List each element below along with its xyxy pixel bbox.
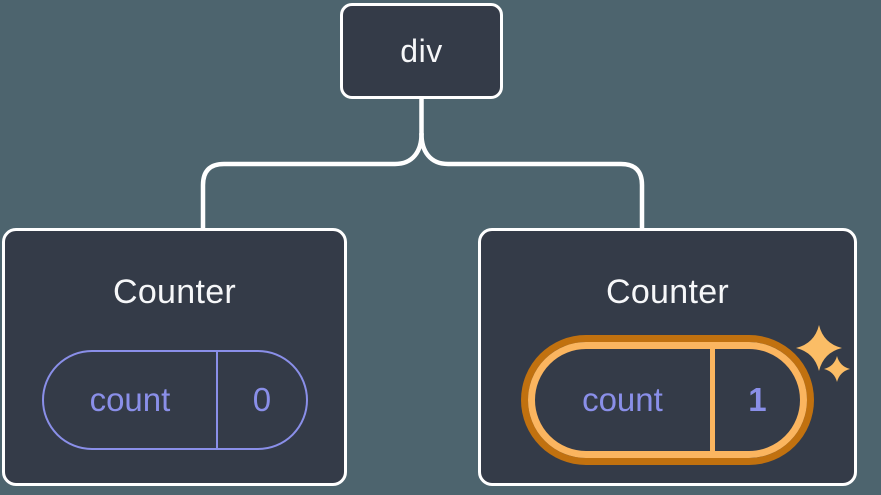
counter-right-title: Counter [605,273,730,311]
sparkle-large-icon [796,325,842,371]
counter-left-title: Counter [112,273,237,311]
state-key-right: count [582,381,663,418]
state-pill-left: count 0 [41,350,308,450]
connector-left-branch [200,131,424,233]
state-pill-divider-left [216,352,219,448]
connector-right-branch [419,131,645,233]
sparkles-icon [796,325,850,382]
counter-node-right: Counter count 1 [478,228,857,486]
counter-node-left: Counter count 0 [2,228,347,486]
root-node-div: div [340,3,503,99]
state-pill-right-highlighted: count 1 [528,342,807,458]
state-pill-divider-right [709,349,715,451]
state-key-left: count [89,381,171,418]
sparkle-small-icon [824,356,850,382]
state-value-right: 1 [748,381,767,418]
root-node-label: div [400,32,443,69]
state-value-left: 0 [252,381,272,418]
